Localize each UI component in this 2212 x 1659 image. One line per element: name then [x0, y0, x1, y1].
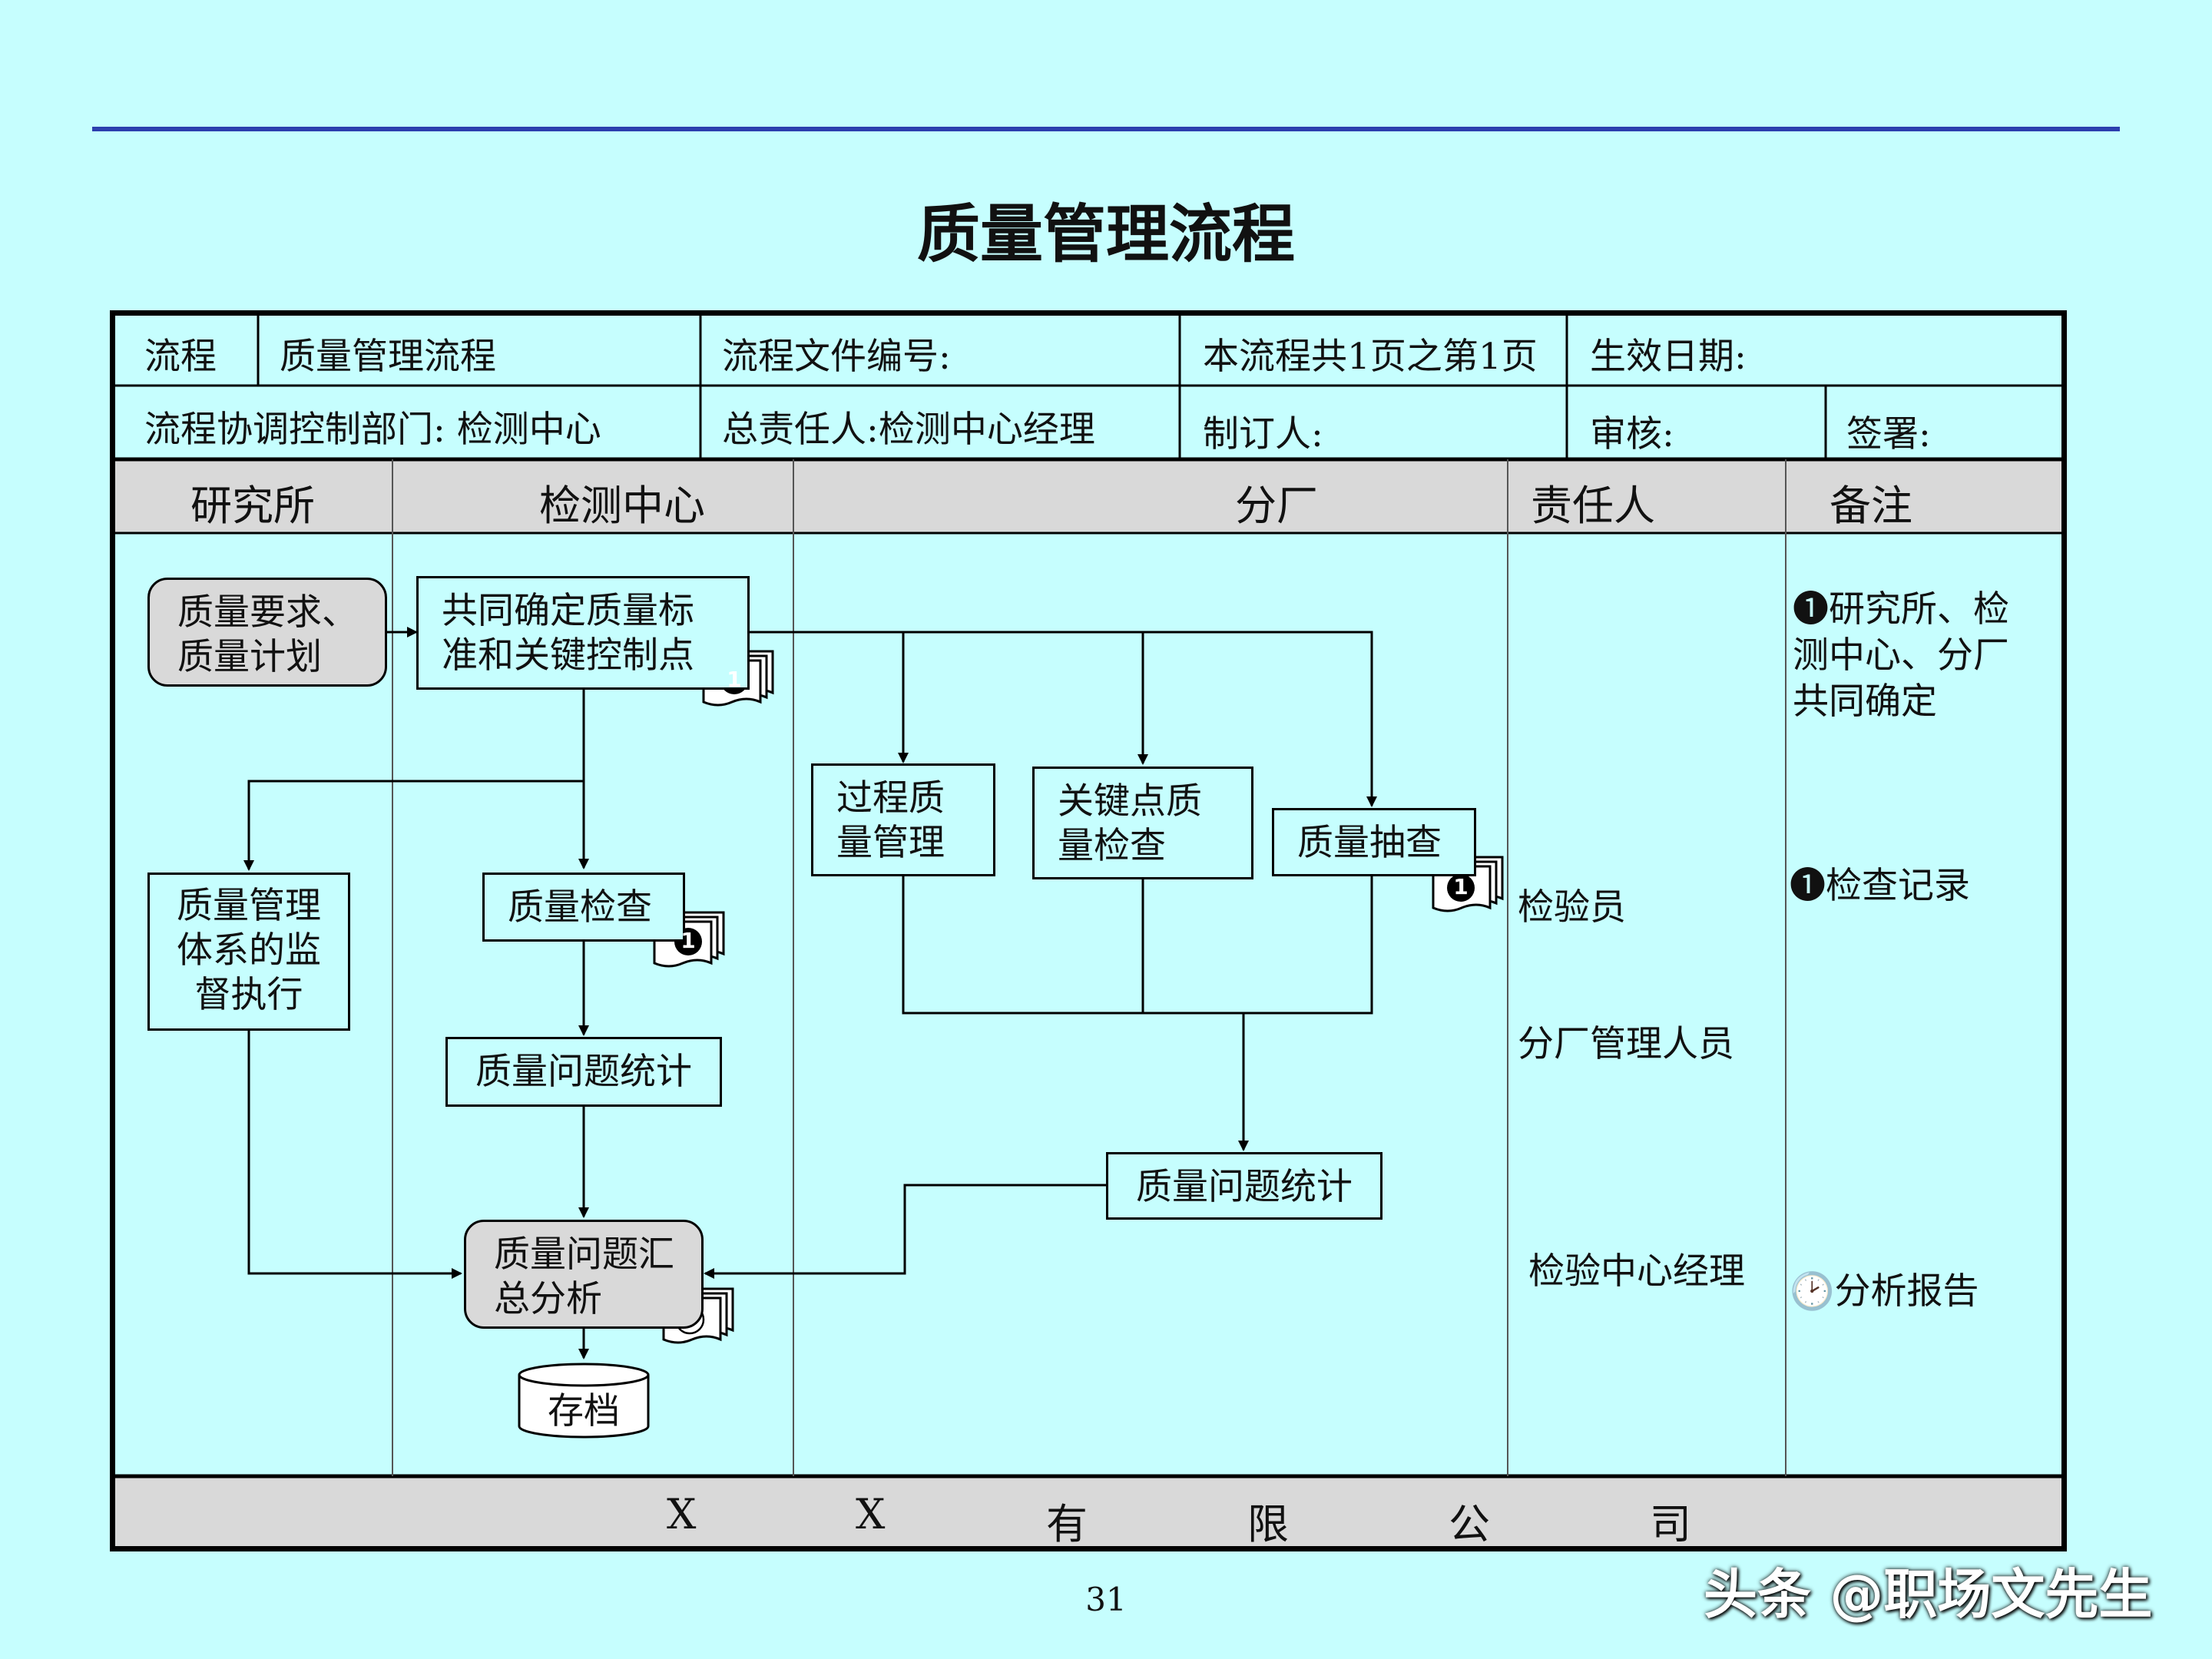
node-summary-analysis: 质量问题汇 总分析 [464, 1220, 704, 1329]
arrow-supervise-to-summary [247, 1031, 462, 1279]
footer-char-1: X [667, 1490, 697, 1538]
page-title: 质量管理流程 [916, 198, 1295, 271]
page-number: 31 [1085, 1581, 1127, 1618]
header-author: 制订人: [1203, 413, 1323, 455]
watermark: 头条 @职场文先生 [1704, 1563, 2153, 1626]
node-supervise-execution: 质量管理 体系的监 督执行 [147, 873, 350, 1031]
footer-char-5: 公 [1449, 1500, 1490, 1548]
archive-cylinder [518, 1363, 650, 1439]
lane-testing: 检测中心 [539, 482, 705, 530]
top-rule [92, 127, 2120, 131]
note-joint-definition: ❶研究所、检 测中心、分厂 共同确定 [1793, 588, 2009, 723]
header-grid [115, 315, 2061, 1479]
lane-header-band [115, 459, 2061, 533]
footer-band [115, 1476, 2061, 1547]
node-process-quality: 过程质 量管理 [811, 763, 995, 876]
lane-separators [392, 459, 1786, 1476]
doc-mark-spot [1447, 874, 1475, 902]
footer-char-3: 有 [1046, 1500, 1088, 1548]
doc-mark-check-label: 1 [680, 928, 696, 953]
header-reviewer: 审核: [1590, 413, 1674, 455]
arrow-branch-stats-to-summary [704, 1184, 1106, 1279]
responsible-inspector: 检验员 [1518, 886, 1626, 929]
note-analysis-report: 🕑分析报告 [1790, 1270, 1979, 1313]
footer-char-6: 司 [1650, 1500, 1691, 1548]
header-doc-number: 流程文件编号: [722, 336, 951, 378]
node-archive: 存档 [548, 1390, 620, 1432]
header-pages: 本流程共1页之第1页 [1203, 336, 1538, 378]
footer-char-4: 限 [1247, 1500, 1289, 1548]
node-quality-requirements: 质量要求、 质量计划 [147, 578, 387, 687]
header-effective-date: 生效日期: [1590, 336, 1747, 378]
node-define-standards: 共同确定质量标 准和关键控制点 [416, 576, 750, 690]
header-process-label: 流程 [144, 336, 217, 378]
lane-research: 研究所 [190, 482, 315, 530]
responsible-center-manager: 检验中心经理 [1528, 1250, 1745, 1293]
header-owner: 总责任人:检测中心经理 [722, 409, 1095, 451]
doc-mark-spot-label: 1 [1453, 874, 1469, 899]
header-process-name: 质量管理流程 [280, 336, 496, 378]
doc-mark-std-label: 1 [727, 667, 742, 692]
form-frame [110, 310, 2067, 1551]
note-check-record: ❶检查记录 [1790, 865, 1970, 907]
lane-branch: 分厂 [1235, 482, 1318, 530]
node-keypoint-check: 关键点质 量检查 [1032, 767, 1253, 879]
merge-branch-lines [902, 876, 1373, 1015]
responsible-branch-manager: 分厂管理人员 [1518, 1023, 1734, 1065]
arrow-std-to-supervise [243, 780, 584, 871]
header-signature: 签署: [1846, 413, 1931, 455]
footer-char-2: X [856, 1490, 886, 1538]
node-issue-stats-center: 质量问题统计 [445, 1037, 722, 1107]
header-coord-dept: 流程协调控制部门: 检测中心 [144, 409, 601, 451]
node-quality-check: 质量检查 [482, 873, 685, 942]
arrow-std-to-spot [750, 631, 1377, 807]
lane-responsible: 责任人 [1531, 482, 1655, 530]
node-issue-stats-branch: 质量问题统计 [1106, 1152, 1382, 1220]
node-spot-check: 质量抽查 [1272, 808, 1476, 876]
lane-notes: 备注 [1830, 482, 1912, 530]
